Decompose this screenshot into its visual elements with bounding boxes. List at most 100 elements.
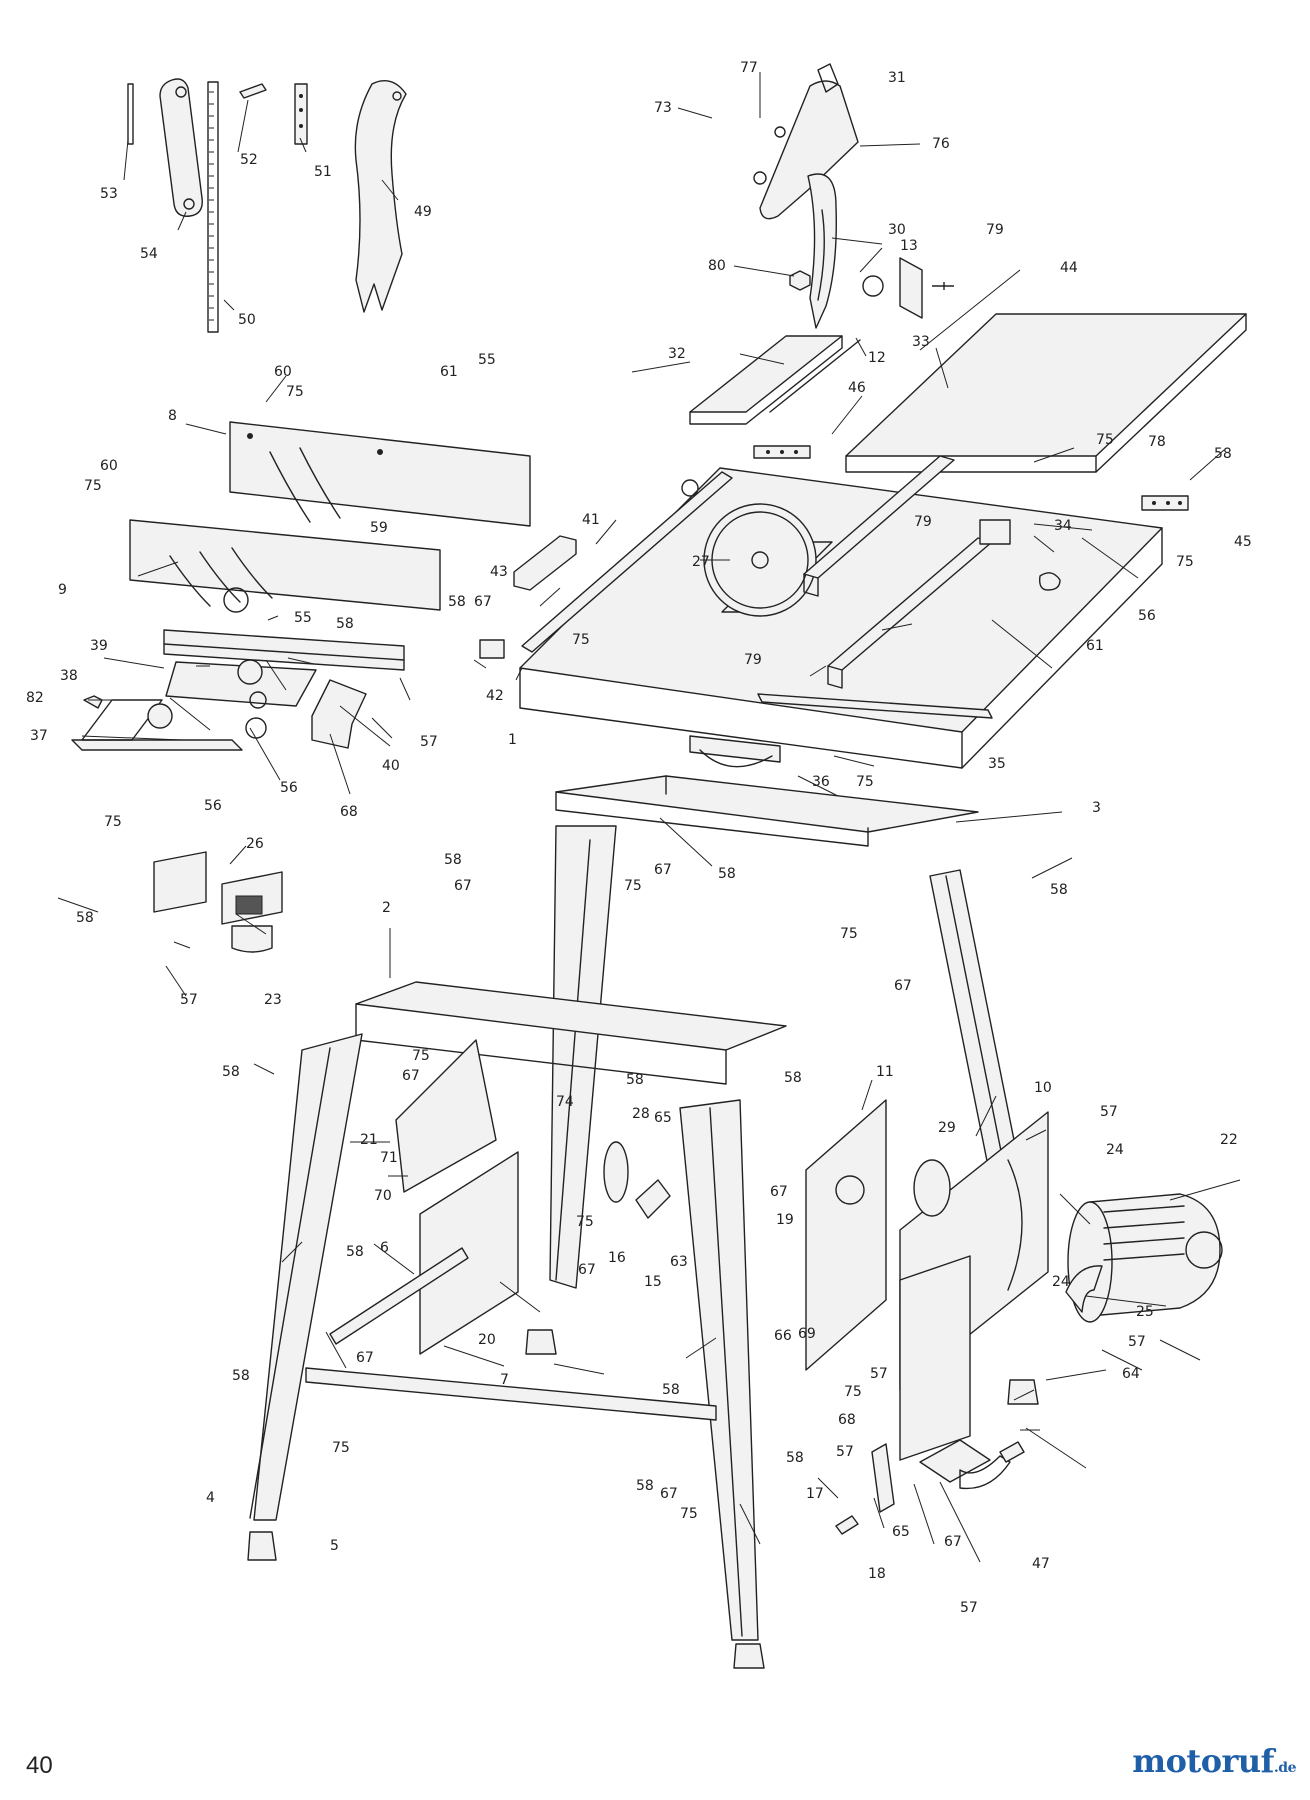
callout-82: 82: [26, 690, 44, 706]
bracket-small: [294, 83, 308, 145]
callout-labels: 53 54 52 51 49 50 77 73 31 76 30 13 79 8…: [26, 60, 1252, 1616]
callout-53: 53: [100, 186, 118, 202]
callout-18: 18: [868, 1566, 886, 1582]
callout-58c: 58: [718, 866, 736, 882]
callout-leaders: [57, 72, 1241, 1563]
side-panel-20: [419, 1151, 519, 1355]
callout-61a: 61: [1086, 638, 1104, 654]
callout-78: 78: [1148, 434, 1166, 450]
callout-68a: 68: [340, 804, 358, 820]
callout-19: 19: [776, 1212, 794, 1228]
side-panel-21: [395, 1039, 497, 1193]
callout-74: 74: [556, 1094, 574, 1110]
callout-24b: 24: [1052, 1274, 1070, 1290]
brand-logo[interactable]: motoruf.de: [1132, 1742, 1296, 1780]
callout-70: 70: [374, 1188, 392, 1204]
top-crossbar-3: [555, 775, 979, 847]
callout-75k: 75: [576, 1214, 594, 1230]
callout-38: 38: [60, 668, 78, 684]
callout-6: 6: [380, 1240, 389, 1256]
wing-nut-82: [83, 695, 103, 709]
foot-right: [1007, 1379, 1039, 1405]
callout-75h: 75: [624, 878, 642, 894]
callout-44: 44: [1060, 260, 1078, 276]
callout-75c: 75: [572, 632, 590, 648]
callout-67g: 67: [578, 1262, 596, 1278]
hex-wrench: [159, 78, 203, 217]
callout-56c: 56: [204, 798, 222, 814]
side-rail: [757, 693, 993, 719]
callout-75b: 75: [1176, 554, 1194, 570]
callout-40: 40: [382, 758, 400, 774]
callout-58n: 58: [232, 1368, 250, 1384]
callout-57g: 57: [960, 1600, 978, 1616]
callout-67j: 67: [944, 1534, 962, 1550]
callout-37: 37: [30, 728, 48, 744]
callout-75f: 75: [84, 478, 102, 494]
callout-79b: 79: [914, 514, 932, 530]
push-stick: [354, 80, 407, 313]
bottom-crossbar-7: [305, 1367, 717, 1421]
callout-29: 29: [938, 1120, 956, 1136]
callout-67h: 67: [356, 1350, 374, 1366]
motor-panel-lower: [899, 1255, 971, 1461]
callout-58h: 58: [222, 1064, 240, 1080]
callout-58f: 58: [444, 852, 462, 868]
callout-76: 76: [932, 136, 950, 152]
knob-56: [1038, 572, 1061, 591]
miter-guide-37: [71, 699, 267, 751]
callout-58d: 58: [336, 616, 354, 632]
fence-clamp-40: [311, 679, 367, 749]
callout-67f: 67: [770, 1184, 788, 1200]
bolt-18: [835, 1515, 859, 1535]
callout-39: 39: [90, 638, 108, 654]
callout-58m: 58: [662, 1382, 680, 1398]
callout-25: 25: [1136, 1304, 1154, 1320]
callout-77: 77: [740, 60, 758, 76]
page-number: 40: [26, 1752, 53, 1779]
front-leg-left-4: [249, 1033, 363, 1521]
callout-57c: 57: [1100, 1104, 1118, 1120]
callout-49: 49: [414, 204, 432, 220]
callout-65a: 65: [654, 1110, 672, 1126]
callout-17: 17: [806, 1486, 824, 1502]
table-insert: [689, 335, 861, 425]
callout-47: 47: [1032, 1556, 1050, 1572]
callout-67b: 67: [454, 878, 472, 894]
ruler: [207, 81, 219, 333]
callout-60a: 60: [274, 364, 292, 380]
callout-57d: 57: [1128, 1334, 1146, 1350]
callout-32: 32: [668, 346, 686, 362]
callout-58o: 58: [636, 1478, 654, 1494]
callout-58e: 58: [76, 910, 94, 926]
callout-55a: 55: [478, 352, 496, 368]
callout-63: 63: [670, 1254, 688, 1270]
callout-35: 35: [988, 756, 1006, 772]
callout-33: 33: [912, 334, 930, 350]
callout-73: 73: [654, 100, 672, 116]
callout-65b: 65: [892, 1524, 910, 1540]
screw-set: [239, 83, 267, 99]
pulley-28: [603, 1141, 671, 1219]
callout-57e: 57: [870, 1366, 888, 1382]
switch-box: [221, 871, 283, 953]
rear-rail-8: [229, 421, 531, 527]
callout-54: 54: [140, 246, 158, 262]
callout-23: 23: [264, 992, 282, 1008]
callout-58k: 58: [346, 1244, 364, 1260]
callout-5: 5: [330, 1538, 339, 1554]
miter-body-38: [165, 659, 317, 709]
callout-71: 71: [380, 1150, 398, 1166]
callout-64: 64: [1122, 1366, 1140, 1382]
callout-67a: 67: [474, 594, 492, 610]
callout-58j: 58: [784, 1070, 802, 1086]
callout-20: 20: [478, 1332, 496, 1348]
callout-67c: 67: [654, 862, 672, 878]
callout-75i: 75: [840, 926, 858, 942]
callout-75d: 75: [856, 774, 874, 790]
small-nut: [789, 270, 811, 291]
front-leg-center: [679, 1099, 759, 1641]
callout-8: 8: [168, 408, 177, 424]
